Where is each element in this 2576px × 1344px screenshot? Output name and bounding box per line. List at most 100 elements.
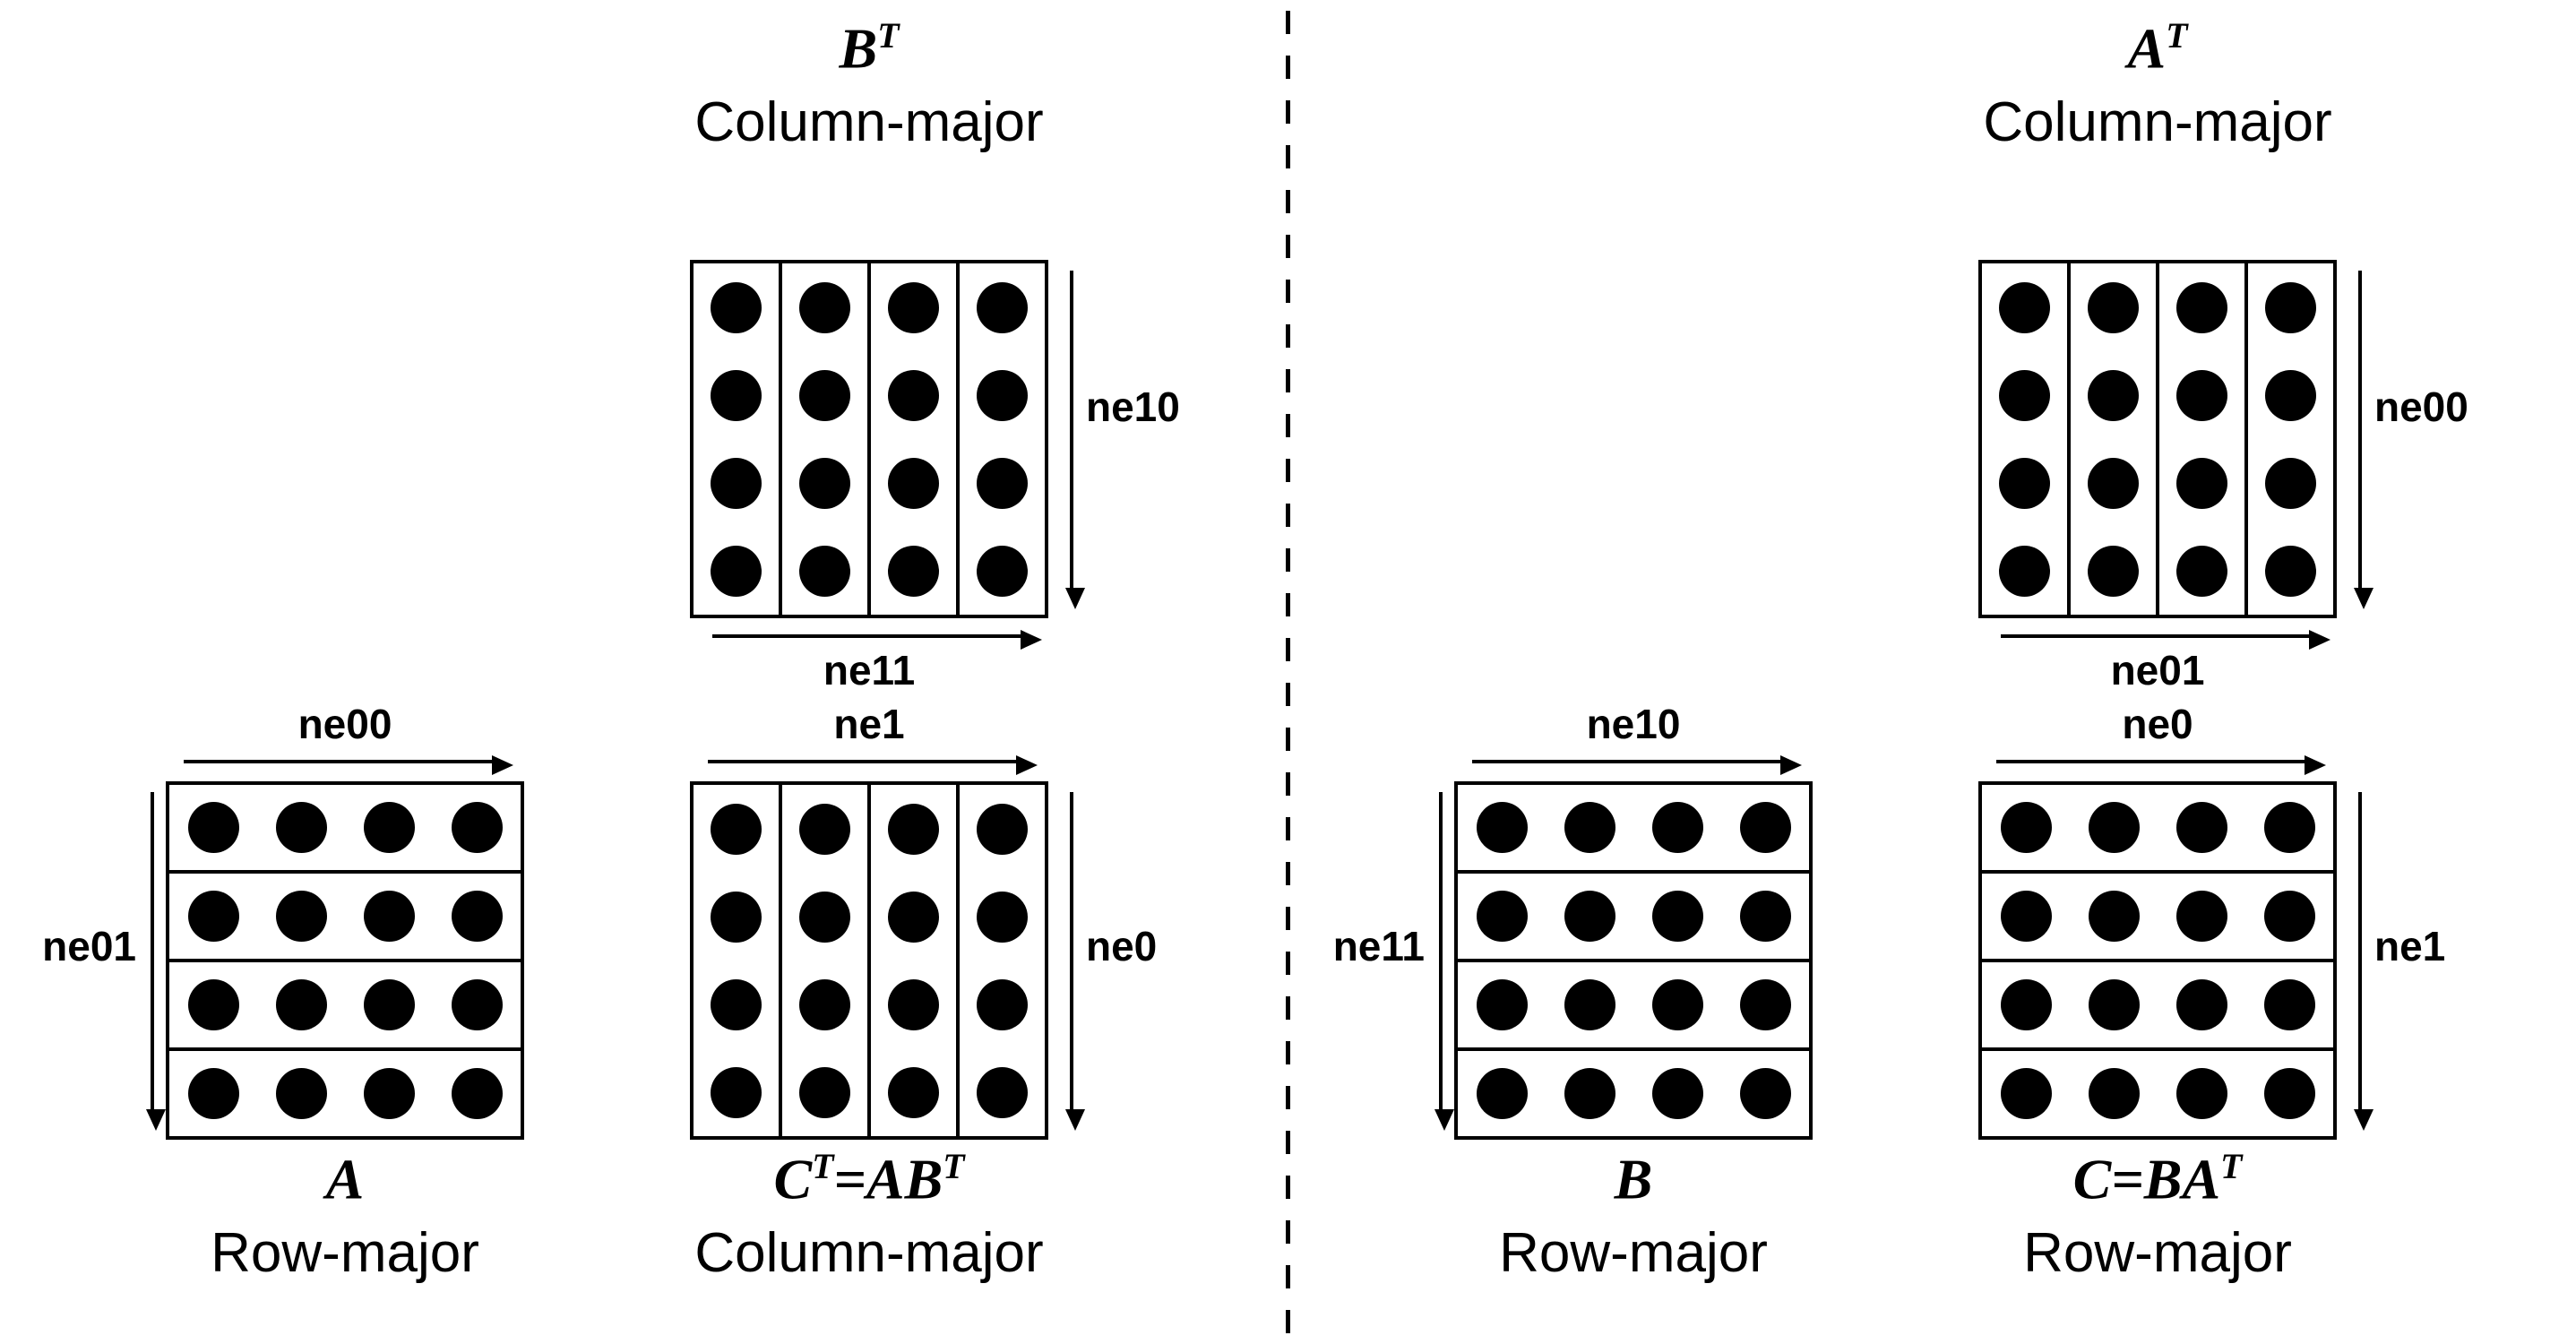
matrix-grid-bottom-right xyxy=(1978,781,2337,1140)
element-dot xyxy=(2088,545,2139,597)
element-dot xyxy=(799,545,850,597)
down-arrow-icon xyxy=(2354,271,2374,609)
element-dot xyxy=(888,281,939,333)
matrix-strip xyxy=(169,785,521,870)
element-dot xyxy=(1999,281,2050,333)
dim-label-right: ne10 xyxy=(1086,383,1180,430)
element-dot xyxy=(2088,802,2140,853)
element-dot xyxy=(2263,1068,2315,1119)
element-dot xyxy=(2000,979,2052,1030)
element-dot xyxy=(977,978,1028,1030)
layout-type-label: Column-major xyxy=(694,1222,1044,1284)
dim-label-bottom: ne01 xyxy=(2110,647,2205,694)
title-superscript: T xyxy=(2220,1147,2243,1186)
top-matrix-title-block: BT Column-major xyxy=(600,16,1138,153)
dim-label-top: ne0 xyxy=(2122,701,2193,747)
matrix-strip xyxy=(1982,870,2333,959)
element-dot xyxy=(888,803,939,855)
right-arrow-icon xyxy=(1996,755,2326,775)
element-dot xyxy=(275,1068,327,1119)
element-dot xyxy=(799,457,850,509)
element-dot xyxy=(451,1068,503,1119)
down-arrow-icon xyxy=(146,792,166,1131)
matrix-strip xyxy=(1982,1047,2333,1136)
panel-divider xyxy=(1286,11,1290,1335)
element-dot xyxy=(275,979,327,1030)
element-dot xyxy=(711,369,762,421)
matrix-strip xyxy=(956,263,1045,615)
element-dot xyxy=(2088,1068,2140,1119)
matrix-strip xyxy=(169,959,521,1047)
element-dot xyxy=(2263,802,2315,853)
title-superscript: T xyxy=(2166,16,2188,56)
element-dot xyxy=(977,891,1028,943)
matrix-title: CT=ABT xyxy=(600,1147,1138,1211)
matrix-strip xyxy=(779,785,867,1136)
matrix-strip xyxy=(1458,959,1809,1047)
matrix-strip xyxy=(694,785,779,1136)
layout-type-label: Row-major xyxy=(2023,1222,2292,1284)
dim-label-top: ne1 xyxy=(833,701,905,747)
dim-label-right: ne00 xyxy=(2374,383,2468,430)
matrix-strip xyxy=(694,263,779,615)
matrix-strip xyxy=(779,263,867,615)
element-dot xyxy=(888,369,939,421)
title-base: B xyxy=(1614,1147,1653,1211)
right-arrow-icon xyxy=(708,755,1038,775)
element-dot xyxy=(1739,1068,1791,1119)
element-dot xyxy=(1476,979,1528,1030)
matrix-strip xyxy=(1458,870,1809,959)
element-dot xyxy=(2088,281,2139,333)
matrix-grid-bottom-left xyxy=(1454,781,1813,1140)
element-dot xyxy=(888,978,939,1030)
element-dot xyxy=(799,891,850,943)
element-dot xyxy=(888,545,939,597)
matrix-grid-top xyxy=(690,260,1048,618)
matrix-title: BT xyxy=(600,16,1138,81)
matrix-strip xyxy=(1982,263,2067,615)
element-dot xyxy=(711,457,762,509)
element-dot xyxy=(275,802,327,853)
title-base-2: =AB xyxy=(833,1147,943,1211)
element-dot xyxy=(711,803,762,855)
element-dot xyxy=(1651,802,1703,853)
dim-label-top: ne10 xyxy=(1586,701,1681,747)
matrix-strip xyxy=(2156,263,2244,615)
element-dot xyxy=(1651,979,1703,1030)
element-dot xyxy=(2265,369,2316,421)
element-dot xyxy=(799,803,850,855)
right-arrow-icon xyxy=(1472,755,1802,775)
title-base: C=BA xyxy=(2072,1147,2221,1211)
element-dot xyxy=(1999,369,2050,421)
down-arrow-icon xyxy=(2354,792,2374,1131)
element-dot xyxy=(2265,545,2316,597)
element-dot xyxy=(1999,457,2050,509)
right-panel: AT Column-major ne00 ne01 ne10 ne11 B Ro… xyxy=(1288,0,2576,1344)
element-dot xyxy=(363,1068,415,1119)
matrix-title: A xyxy=(76,1147,614,1211)
element-dot xyxy=(977,545,1028,597)
right-arrow-icon xyxy=(712,630,1042,650)
element-dot xyxy=(187,891,239,942)
matrix-strip xyxy=(2244,263,2333,615)
element-dot xyxy=(711,545,762,597)
element-dot xyxy=(1564,1068,1615,1119)
element-dot xyxy=(711,1066,762,1118)
matrix-strip xyxy=(2067,263,2156,615)
element-dot xyxy=(2000,891,2052,942)
matrix-strip xyxy=(169,870,521,959)
title-superscript-2: T xyxy=(943,1147,965,1186)
layout-type-label: Row-major xyxy=(1499,1222,1768,1284)
element-dot xyxy=(187,979,239,1030)
element-dot xyxy=(363,802,415,853)
matrix-title: C=BAT xyxy=(1889,1147,2426,1211)
element-dot xyxy=(711,891,762,943)
dim-label-left: ne11 xyxy=(1332,923,1425,969)
element-dot xyxy=(2176,281,2227,333)
element-dot xyxy=(363,979,415,1030)
matrix-strip xyxy=(1458,785,1809,870)
element-dot xyxy=(799,978,850,1030)
element-dot xyxy=(2088,891,2140,942)
dim-label-right: ne1 xyxy=(2374,923,2446,969)
